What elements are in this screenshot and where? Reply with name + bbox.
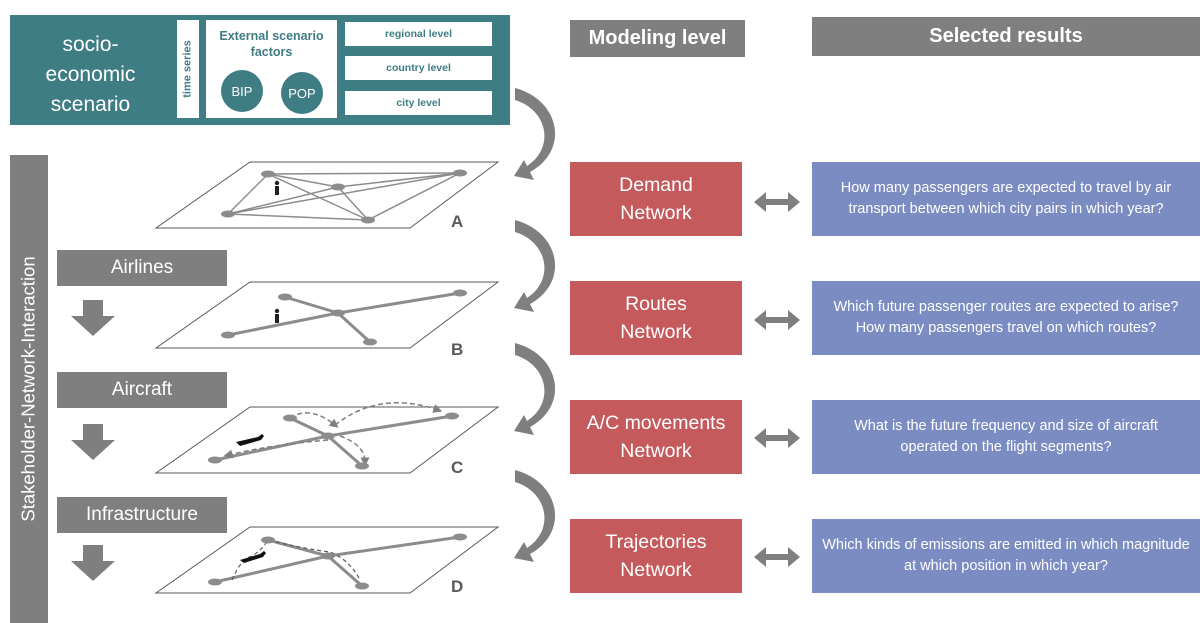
selected-results-header: Selected results bbox=[812, 17, 1200, 56]
stakeholder-sidebar bbox=[10, 155, 48, 623]
city-level-box: city level bbox=[345, 91, 492, 115]
result-routes: Which future passenger routes are expect… bbox=[812, 281, 1200, 355]
external-factors-title: External scenario factors bbox=[219, 29, 324, 59]
result-demand: How many passengers are expected to trav… bbox=[812, 162, 1200, 236]
airplane-icon bbox=[236, 434, 264, 446]
person-icon-b bbox=[274, 308, 280, 323]
country-level-box: country level bbox=[345, 56, 492, 80]
label-c: C bbox=[451, 458, 464, 477]
label-b: B bbox=[451, 340, 464, 359]
aircraft-box: Aircraft bbox=[57, 372, 227, 408]
double-arrow-icon bbox=[754, 192, 800, 567]
network-a bbox=[227, 172, 461, 221]
down-arrow-icon bbox=[71, 300, 115, 581]
result-ac-movements: What is the future frequency and size of… bbox=[812, 400, 1200, 474]
label-d: D bbox=[451, 577, 464, 596]
network-c bbox=[214, 401, 453, 468]
airplane-icon-d bbox=[240, 551, 266, 563]
airlines-box: Airlines bbox=[57, 250, 227, 286]
curved-arrow-icon bbox=[514, 88, 556, 562]
result-trajectories: Which kinds of emissions are emitted in … bbox=[812, 519, 1200, 593]
network-b bbox=[227, 291, 461, 344]
label-a: A bbox=[451, 212, 464, 231]
scenario-title: socio- economic scenario bbox=[45, 33, 136, 116]
time-series-box bbox=[177, 20, 199, 118]
modeling-level-header: Modeling level bbox=[570, 20, 745, 57]
person-icon bbox=[274, 180, 280, 195]
bip-circle: BIP bbox=[221, 70, 263, 112]
plane-d bbox=[154, 526, 500, 594]
regional-level-box: regional level bbox=[345, 22, 492, 46]
infrastructure-box: Infrastructure bbox=[57, 497, 227, 533]
pop-circle: POP bbox=[281, 72, 323, 114]
